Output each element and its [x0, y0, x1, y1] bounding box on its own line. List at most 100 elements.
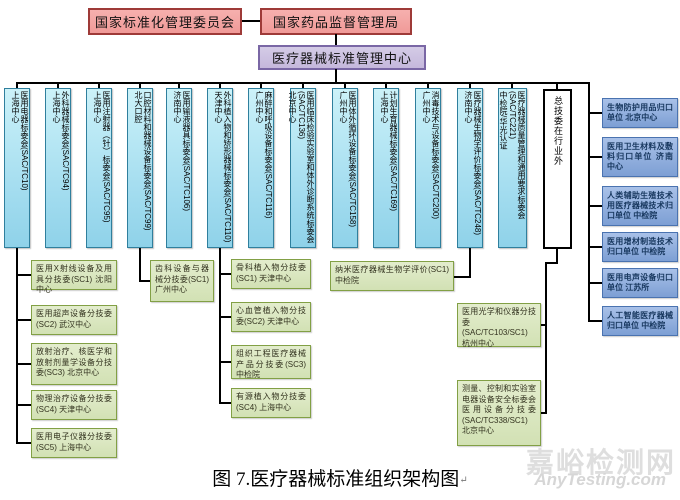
- connector-line: [220, 316, 231, 318]
- node-nmpa: 国家药品监督管理局: [260, 8, 412, 35]
- connector-line: [589, 282, 602, 284]
- committee-location: 上海中心: [380, 91, 389, 123]
- connector-line: [511, 82, 513, 89]
- committee-tc10: 医用电器标委会(SAC/TC10) 上海中心: [4, 88, 30, 248]
- sub-tc99-sc1: 齿科设备与器械分技委(SC1) 广州中心: [150, 260, 214, 302]
- paragraph-mark: ↵: [459, 475, 468, 487]
- connector-line: [469, 82, 471, 89]
- committee-tc248: 医疗器械生物学评价标委会(SAC/TC248) 济南中心: [457, 88, 483, 248]
- committee-tc200: 消毒技术与设备标委会(SAC/TC200) 广州中心: [415, 88, 441, 248]
- focal-unit-electroacoustic: 医用电声设备归口单位 江苏所: [602, 268, 678, 298]
- focal-unit-label: 医用增材制造技术归口单位 中检院: [607, 237, 673, 256]
- committee-tc116: 麻醉和呼吸设备标委会(SAC/TC116) 广州中心: [248, 88, 274, 248]
- sub-label: 纳米医疗器械生物学评价(SC1) 中检院: [335, 265, 449, 285]
- committee-tc94: 外科器械标委会(SAC/TC94) 上海中心: [45, 88, 71, 248]
- committee-location: 广州中心: [255, 91, 264, 123]
- connector-line: [178, 82, 180, 89]
- connector-line: [335, 34, 337, 45]
- node-label: 医疗器械标准管理中心: [271, 51, 412, 66]
- connector-line: [541, 412, 547, 414]
- connector-line: [545, 262, 558, 264]
- connector-line: [140, 280, 150, 282]
- committee-title: 医疗器械生物学评价标委会(SAC/TC248): [473, 91, 482, 236]
- focal-unit-label: 人工智能医疗器械归口单位 中检院: [607, 311, 673, 330]
- focal-unit-assisted-reproduction: 人类辅助生殖技术用医疗器械技术归口单位 中检院: [602, 186, 678, 226]
- connector-line: [17, 442, 31, 444]
- sub-tc110-sc2: 心血管植入物分技委(SC2) 天津中心: [231, 302, 311, 332]
- sub-label: 心血管植入物分技委(SC2) 天津中心: [236, 306, 306, 326]
- watermark-cn: 嘉峪检测网: [525, 447, 676, 478]
- connector-line: [57, 82, 59, 89]
- committee-tc99: 口腔材料和器械设备标委会(SAC/TC99) 北大口腔: [127, 88, 153, 248]
- committee-title: 医用输液器具标委会(SAC/TC106): [182, 91, 191, 212]
- committee-title: 消毒技术与设备标委会(SAC/TC200): [431, 91, 440, 220]
- committee-tc169: 计划生育器械标委会(SAC/TC169) 上海中心: [373, 88, 399, 248]
- connector-line: [17, 363, 31, 365]
- focal-unit-hygiene-dressing: 医用卫生材料及敷料归口单位 济南中心: [602, 137, 678, 177]
- connector-line: [219, 82, 221, 89]
- sub-label: 骨科植入物分技委(SC1) 天津中心: [236, 263, 306, 283]
- sub-tc110-sc3: 组织工程医疗器械产品分技委(SC3) 中检院: [231, 345, 311, 379]
- committee-tc106: 医用输液器具标委会(SAC/TC106) 济南中心: [166, 88, 192, 248]
- node-label: 总技委在行业外: [553, 96, 563, 166]
- sub-tc10-sc3: 放射治疗、核医学和放射剂量学设备分技委(SC3) 北京中心: [31, 343, 117, 385]
- node-label: 国家药品监督管理局: [272, 15, 399, 30]
- committee-tc158: 医用体外循环设备标委会(SAC/TC158) 广州中心: [332, 88, 358, 248]
- sub-tc10-sc5: 医用电子仪器分技委(SC5) 上海中心: [31, 428, 117, 458]
- committee-tc110: 外科植入物和矫形器械标委会(SAC/TC110) 天津中心: [207, 88, 233, 248]
- committee-location: 上海中心: [93, 91, 102, 123]
- committee-title: 外科器械标委会(SAC/TC94): [61, 91, 70, 191]
- focal-unit-label: 医用电声设备归口单位 江苏所: [607, 273, 673, 292]
- committee-tc221: 医疗器械质量管理和通用要求标委会(SAC/TC221) 中检院/华光认证: [498, 88, 527, 248]
- sub-tc10-sc4: 物理治疗设备分技委(SC4) 天津中心: [31, 390, 117, 420]
- connector-line: [556, 82, 558, 89]
- caption-text: 图 7.医疗器械标准组织架构图: [212, 469, 460, 490]
- committee-tc95: 医用注射器（针）标委会(SAC/TC95) 上海中心: [86, 88, 112, 248]
- sub-tc110-sc1: 骨科植入物分技委(SC1) 天津中心: [231, 259, 311, 289]
- committee-location: 济南中心: [464, 91, 473, 123]
- committee-title: 医用体外循环设备标委会(SAC/TC158): [348, 91, 357, 228]
- committee-location: 上海中心: [52, 91, 61, 123]
- connector-line: [219, 248, 221, 404]
- connector-line: [469, 248, 471, 278]
- sub-outside-tc338-sc1: 测量、控制和实验室电器设备安全标委会医用设备分技委(SAC/TC338/SC1)…: [457, 380, 541, 446]
- sub-tc110-sc4: 有源植入物分技委(SC4) 上海中心: [231, 388, 311, 418]
- connector-line: [220, 402, 231, 404]
- focal-unit-label: 生物防护用品归口单位 北京中心: [607, 103, 673, 122]
- connector-line: [17, 274, 31, 276]
- connector-line: [242, 20, 260, 22]
- focal-unit-bio-protection: 生物防护用品归口单位 北京中心: [602, 98, 678, 128]
- focal-unit-additive-manufacturing: 医用增材制造技术归口单位 中检院: [602, 232, 678, 262]
- committee-location: 天津中心: [214, 91, 223, 123]
- connector-line: [588, 82, 590, 322]
- connector-line: [589, 156, 602, 158]
- focal-unit-label: 医用卫生材料及敷料归口单位 济南中心: [607, 142, 673, 171]
- committee-title: 麻醉和呼吸设备标委会(SAC/TC116): [264, 91, 273, 219]
- node-label: 国家标准化管理委员会: [94, 15, 235, 30]
- committee-location: 中检院/华光认证: [499, 91, 508, 150]
- sub-label: 测量、控制和实验室电器设备安全标委会医用设备分技委(SAC/TC338/SC1)…: [462, 384, 536, 435]
- committee-title: 医用注射器（针）标委会(SAC/TC95): [102, 91, 111, 223]
- committee-location: 北大口腔: [134, 91, 143, 123]
- connector-line: [589, 246, 602, 248]
- node-national-standardization-committee: 国家标准化管理委员会: [88, 8, 242, 35]
- sub-label: 医用光学和仪器分技委 (SAC/TC103/SC1) 杭州中心: [462, 307, 536, 348]
- focal-unit-label: 人类辅助生殖技术用医疗器械技术归口单位 中检院: [607, 191, 673, 220]
- connector-line: [589, 112, 602, 114]
- sub-label: 组织工程医疗器械产品分技委(SC3) 中检院: [236, 349, 306, 379]
- sub-tc248-sc1: 纳米医疗器械生物学评价(SC1) 中检院: [330, 261, 454, 291]
- watermark-en: AnyTesting.com: [534, 470, 666, 489]
- sub-label: 医用超声设备分技委(SC2) 武汉中心: [36, 309, 112, 329]
- sub-label: 医用电子仪器分技委(SC5) 上海中心: [36, 432, 112, 452]
- node-outside-industry: 总技委在行业外: [543, 89, 572, 249]
- connector-line: [589, 205, 602, 207]
- sub-label: 物理治疗设备分技委(SC4) 天津中心: [36, 394, 112, 414]
- committee-tc136: 医用临床检验实验室和体外诊断系统标委会(SAC/TC136) 北京中心: [288, 88, 316, 248]
- sub-label: 有源植入物分技委(SC4) 上海中心: [236, 392, 306, 412]
- sub-tc10-sc1: 医用X射线设备及用具分技委(SC1) 沈阳中心: [31, 260, 117, 294]
- focal-unit-ai-devices: 人工智能医疗器械归口单位 中检院: [602, 306, 678, 336]
- connector-line: [589, 320, 602, 322]
- connector-line: [385, 82, 387, 89]
- connector-line: [427, 82, 429, 89]
